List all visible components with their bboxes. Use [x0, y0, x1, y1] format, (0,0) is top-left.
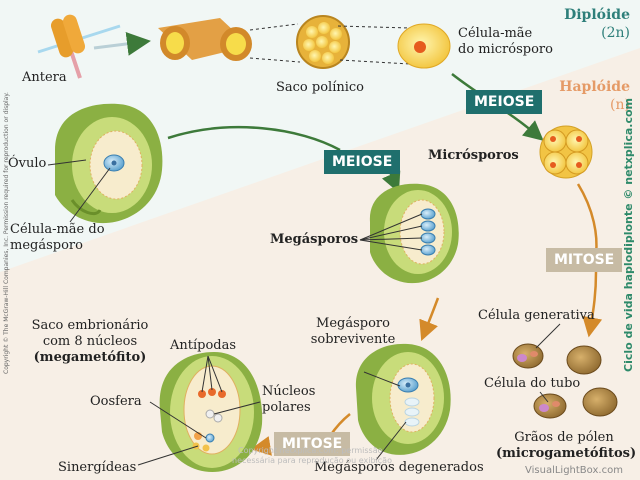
ovule-embryo-sac — [159, 352, 263, 473]
label-ovule: Óvulo — [8, 156, 47, 171]
ovule-mother-cell — [55, 103, 163, 224]
label-megaspore-mother-2: megásporo — [10, 238, 83, 253]
label-synergids: Sinergídeas — [58, 460, 137, 475]
tag-mitosis-embryo-sac: MITOSE — [274, 432, 351, 456]
tag-meiosis-megaspore: MEIOSE — [324, 150, 401, 174]
label-tube-cell: Célula do tubo — [484, 376, 581, 391]
arrow-megaspores-to-survivor — [419, 297, 440, 341]
label-egg: Oosfera — [90, 394, 142, 409]
label-megaspore-mother-1: Célula-mãe do — [10, 222, 105, 237]
label-antipodals: Antípodas — [170, 338, 237, 353]
label-pollen-grains-1: Grãos de pólen — [514, 430, 614, 445]
label-polar-1: Núcleos — [262, 384, 316, 399]
label-surviving-megaspore-2: sobrevivente — [310, 332, 396, 347]
tag-meiosis-microspore: MEIOSE — [466, 90, 543, 114]
label-microspore-mother-2: do micrósporo — [458, 42, 553, 57]
label-microspore-mother-1: Célula-mãe — [458, 26, 533, 41]
pollen-sac-cells — [296, 15, 350, 69]
label-generative-cell: Célula generativa — [478, 308, 595, 323]
label-embryo-sac-1: Saco embrionário — [31, 318, 149, 333]
diploid-label: Diplóide (2n) — [564, 7, 630, 41]
haploid-ploidy: (n) — [610, 97, 630, 113]
label-polar-2: polares — [262, 400, 311, 415]
label-microspores: Micrósporos — [428, 148, 519, 163]
anther-illustration — [37, 14, 121, 79]
label-pollen-grains-2: (microgametófitos) — [496, 446, 637, 461]
label-anther: Antera — [22, 70, 67, 85]
label-pollen-sac: Saco polínico — [276, 80, 364, 95]
arrow-ovule-to-meiosis — [167, 125, 341, 152]
label-megaspores: Megásporos — [270, 232, 359, 247]
credit-right: Ciclo de vida haplodiplonte © netxplica.… — [622, 98, 635, 372]
credit-left: Copyright © The McGraw-Hill Companies, I… — [3, 92, 10, 374]
label-surviving-megaspore-1: Megásporo — [316, 316, 390, 331]
ovule-megaspores — [369, 183, 459, 284]
diploid-ploidy: (2n) — [601, 25, 630, 41]
arrow-mitosis-to-pollen — [582, 271, 603, 338]
ovule-surviving-megaspore — [355, 343, 451, 455]
tag-mitosis-pollen: MITOSE — [546, 248, 623, 272]
haploid-background — [0, 48, 640, 480]
arrow-anther-to-sac — [93, 31, 151, 56]
pollen-grains — [512, 343, 618, 419]
microspore-mother-cell — [397, 23, 451, 69]
watermark: VisualLightBox.com — [525, 465, 623, 476]
faint-copyright-1: Copyright netxplica.com: permissão — [238, 446, 383, 455]
label-embryo-sac-2: com 8 núcleos — [42, 334, 138, 349]
arrow-mitosis-to-embryo-sac — [250, 436, 272, 456]
pollen-sac-section — [158, 18, 252, 61]
label-embryo-sac-3: (megametófito) — [33, 350, 147, 365]
faint-copyright-2: necessária para reprodução ou exibição — [232, 456, 392, 465]
microspore-tetrad — [539, 125, 593, 179]
label-degenerated: Megásporos degenerados — [314, 460, 484, 475]
arrow-meiosis-to-megaspores — [381, 170, 401, 193]
haploid-label: Haplóide (n) — [559, 79, 630, 113]
